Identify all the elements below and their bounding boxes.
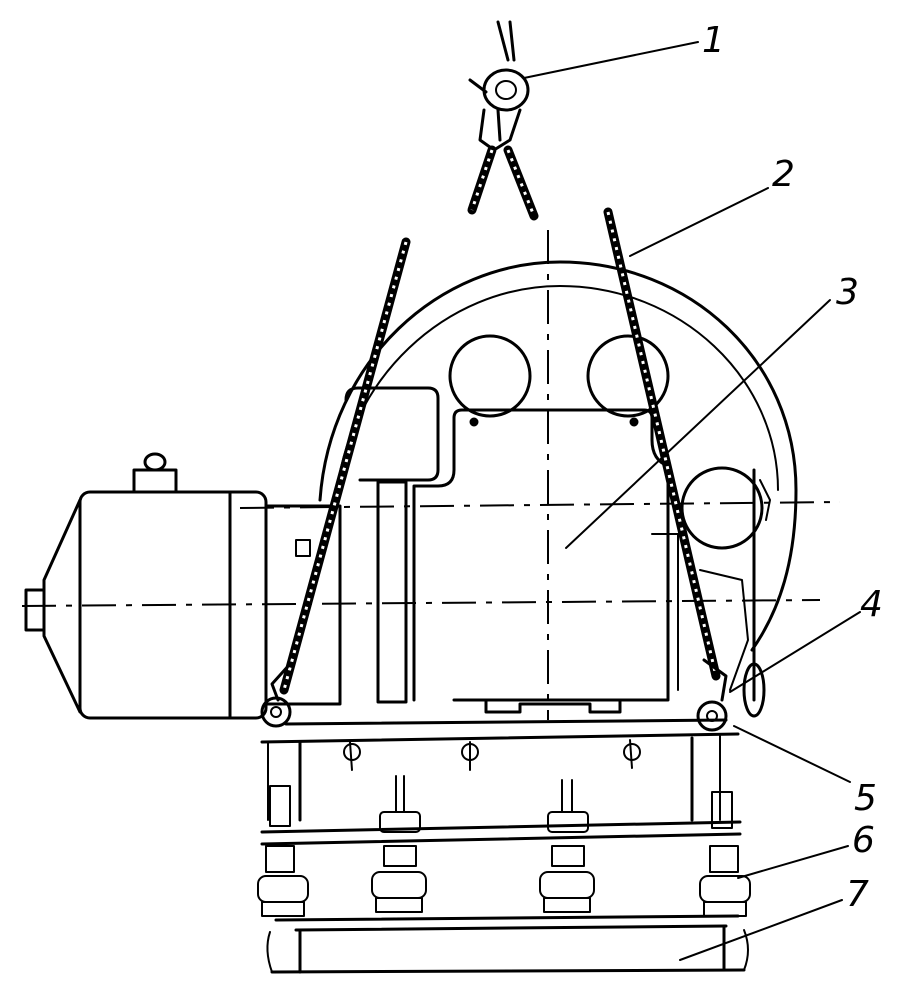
gearbox-body — [344, 386, 771, 718]
electric-motor — [24, 452, 342, 720]
vibration-isolators — [257, 775, 751, 917]
callout-7: 7 — [846, 874, 869, 915]
callout-numbers: 1 2 3 4 5 6 7 — [702, 20, 883, 915]
upper-frame — [260, 718, 740, 822]
callout-1: 1 — [702, 20, 725, 61]
leader-lines — [523, 41, 861, 961]
callout-5: 5 — [854, 778, 877, 819]
center-lines — [21, 230, 841, 720]
callout-3: 3 — [836, 272, 859, 313]
callout-2: 2 — [772, 154, 795, 195]
callout-4: 4 — [860, 584, 883, 625]
middle-plate — [260, 820, 742, 846]
base-rail — [266, 914, 749, 974]
lifting-ropes — [279, 207, 721, 695]
flywheel-housing — [318, 260, 798, 652]
hook-rope-pair — [467, 145, 539, 221]
callout-6: 6 — [852, 820, 875, 861]
lifting-hook — [468, 20, 530, 152]
